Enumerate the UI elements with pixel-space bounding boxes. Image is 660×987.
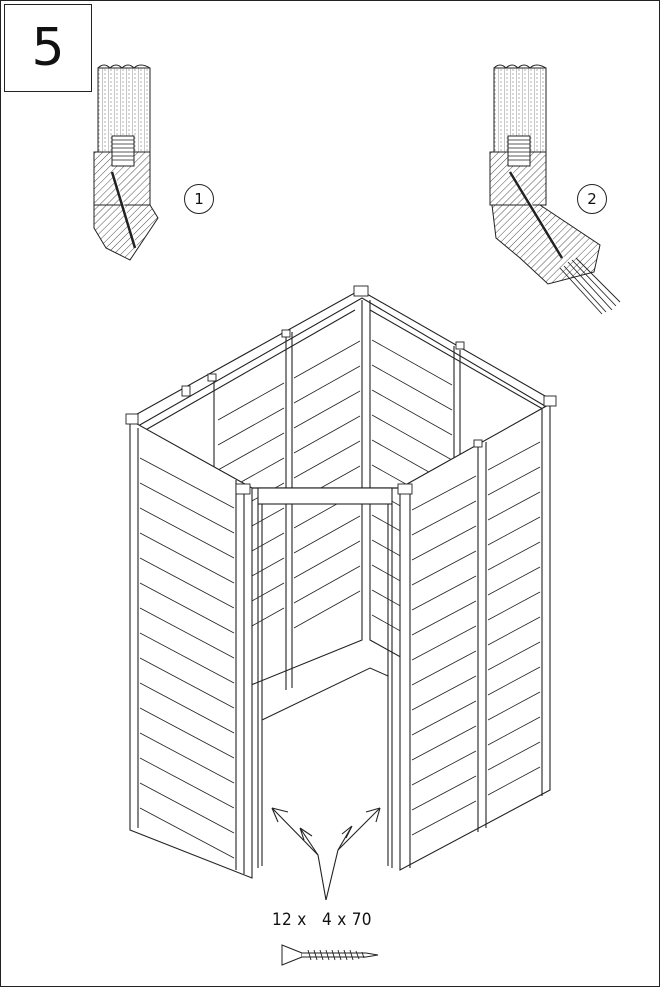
callout-1-label: 1	[194, 190, 204, 208]
hardware-quantity: 12 x	[272, 910, 307, 930]
wood-screw-icon	[281, 944, 379, 966]
callout-1: 1	[184, 184, 214, 214]
hardware-size: 4 x 70	[322, 910, 372, 930]
joint-detail-1	[93, 64, 159, 261]
step-number-box: 5	[4, 4, 92, 92]
hardware-label: 12 x 4 x 70	[272, 910, 372, 930]
step-number: 5	[31, 18, 65, 78]
screw-location-arrows	[271, 807, 381, 901]
joint-detail-2	[489, 64, 621, 315]
callout-2: 2	[577, 184, 607, 214]
callout-2-label: 2	[587, 190, 597, 208]
shed-assembly	[125, 285, 557, 879]
